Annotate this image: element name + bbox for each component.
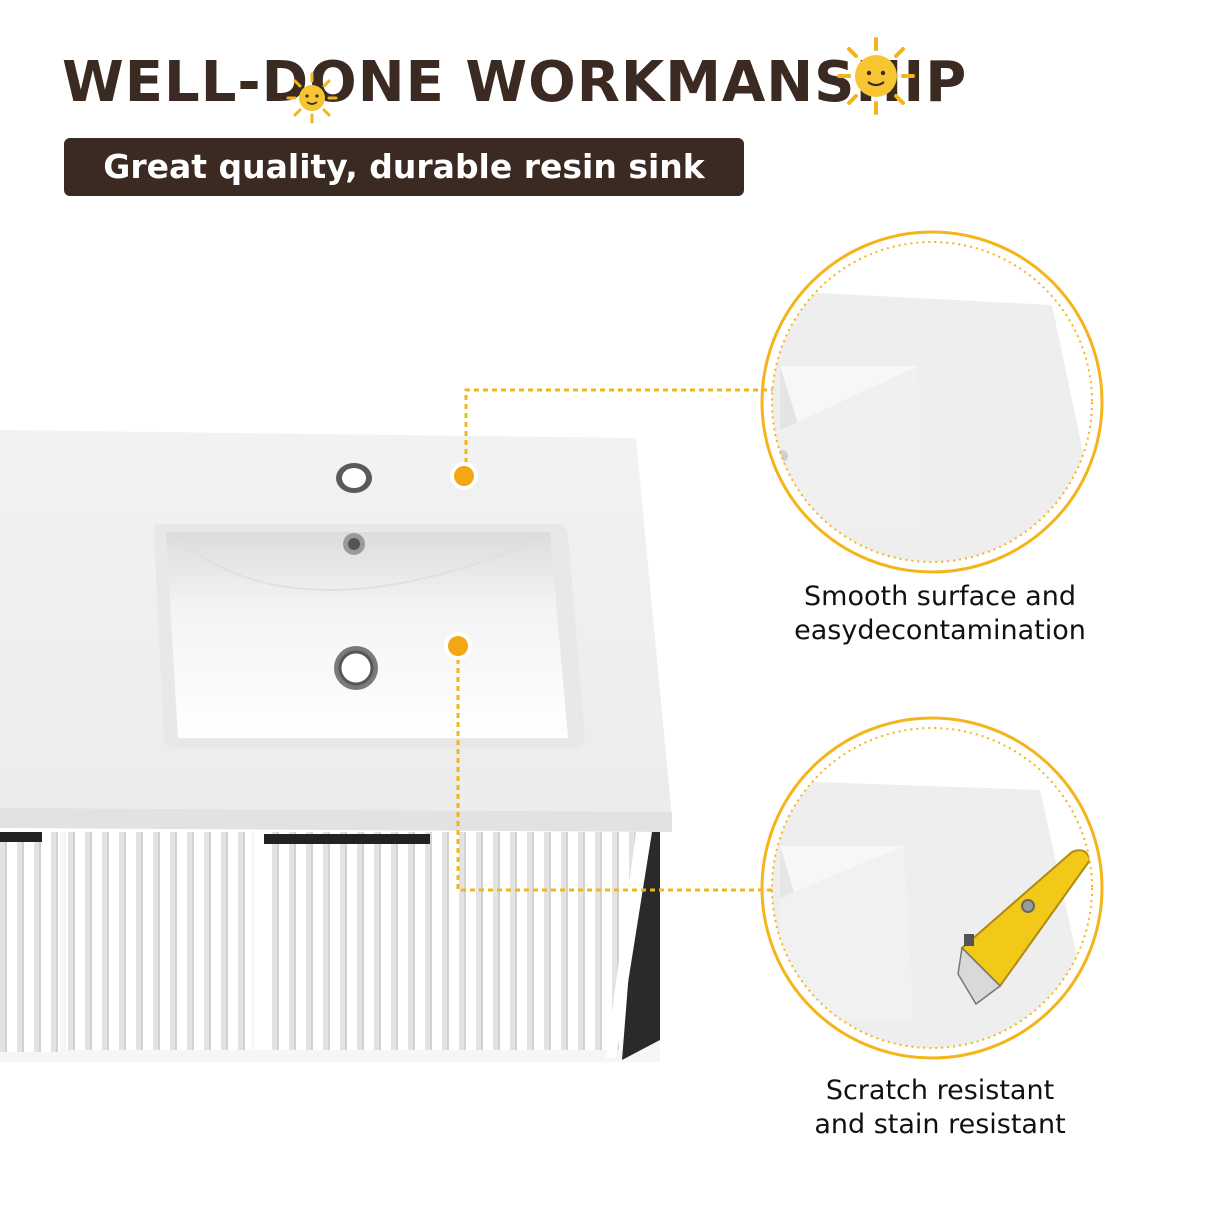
caption-line: easydecontamination xyxy=(794,615,1086,646)
caption-line: and stain resistant xyxy=(814,1109,1066,1140)
sink-basin xyxy=(154,524,586,748)
callout-leaders xyxy=(456,388,776,892)
page-title: WELL-DONE WORKMANSHIP xyxy=(62,50,968,115)
subtitle-text: Great quality, durable resin sink xyxy=(103,147,705,186)
detail-circle-scratch xyxy=(760,716,1104,1060)
sun-icon xyxy=(837,37,915,115)
sun-icon xyxy=(286,72,338,124)
feature-caption-smooth: Smooth surface and easydecontamination xyxy=(750,580,1130,648)
caption-line: Smooth surface and xyxy=(804,581,1076,612)
vanity-cabinet xyxy=(0,832,660,1062)
callout-marker-icon xyxy=(444,632,472,660)
detail-circle-smooth xyxy=(760,230,1104,574)
feature-caption-scratch: Scratch resistant and stain resistant xyxy=(750,1074,1130,1142)
callout-marker-icon xyxy=(450,462,478,490)
caption-line: Scratch resistant xyxy=(825,1075,1055,1106)
subtitle-banner: Great quality, durable resin sink xyxy=(64,138,744,196)
